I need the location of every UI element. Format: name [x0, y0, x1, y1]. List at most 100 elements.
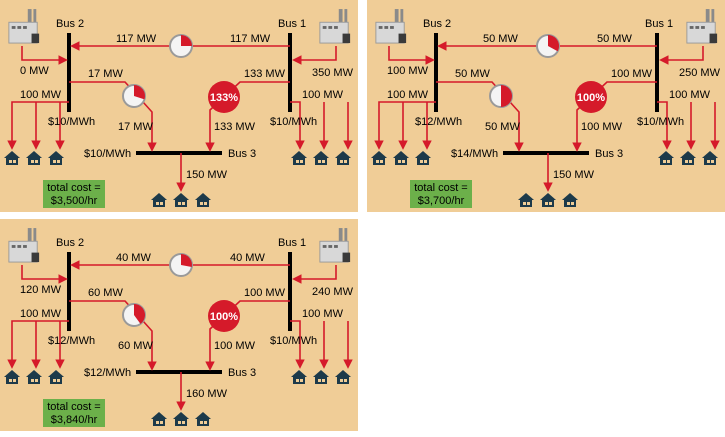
line-1-3-flow-bottom: 100 MW [581, 121, 623, 133]
bus-3-price: $10/MWh [84, 148, 131, 160]
gen-1-label: 250 MW [679, 67, 721, 79]
bus-2-price: $12/MWh [415, 116, 462, 128]
total-cost-label: total cost = [414, 182, 468, 194]
line-1-3-flow-top: 133 MW [244, 68, 286, 80]
gen-2-feed [21, 265, 68, 284]
houses-bus-1 [291, 370, 351, 384]
line-1-3-flow-bottom: 100 MW [214, 340, 256, 352]
load-2-feed-a [374, 101, 436, 150]
load-1-feed-a [657, 101, 672, 150]
houses-bus-1 [658, 151, 718, 165]
houses-bus-3 [151, 193, 211, 207]
meter-fill [181, 35, 192, 46]
total-cost-box: total cost =$3,840/hr [43, 399, 105, 427]
gen-2-label: 120 MW [20, 284, 62, 296]
meter-fill [548, 35, 559, 52]
total-cost-value: $3,500/hr [51, 195, 98, 207]
gen-2-label: 100 MW [387, 65, 429, 77]
houses-bus-2 [371, 151, 431, 165]
load-1-label: 100 MW [302, 308, 344, 320]
gen-1-feed [292, 46, 337, 65]
line-2-3-flow-top: 60 MW [88, 287, 123, 299]
cost-box-bg [43, 180, 105, 208]
line-1-2-flow-right: 117 MW [230, 33, 271, 45]
meter-line-1-3: 133% [208, 81, 240, 113]
bus-3-price: $14/MWh [451, 148, 498, 160]
bus-2-price: $12/MWh [48, 335, 95, 347]
line-1-3-flow-bottom: 133 MW [214, 121, 256, 133]
total-cost-box: total cost =$3,500/hr [43, 180, 105, 208]
load-2-label: 100 MW [20, 308, 62, 320]
load-2-feed-a [7, 320, 69, 369]
bus-1-price: $10/MWh [270, 335, 317, 347]
cost-box-bg [410, 180, 472, 208]
meter-percent-label: 100% [577, 92, 605, 104]
meter-line-1-2 [169, 34, 193, 58]
panel-2: Bus 2 Bus 1 Bus 3 100 MW 250 MW 50 MW 50 MW 50 … [367, 0, 725, 212]
bus-1-label: Bus 1 [278, 18, 306, 30]
total-cost-label: total cost = [47, 182, 101, 194]
gen-2-label: 0 MW [20, 65, 49, 77]
meter-icon [208, 300, 240, 332]
gen-2-feed [388, 46, 435, 65]
bus-3-label: Bus 3 [228, 367, 256, 379]
houses-bus-3 [518, 193, 578, 207]
meter-fill [181, 254, 192, 268]
meter-line-1-2 [169, 253, 193, 277]
cost-box-bg [43, 399, 105, 427]
bus-1-label: Bus 1 [278, 237, 306, 249]
total-cost-label: total cost = [47, 401, 101, 413]
meter-fill [134, 85, 145, 100]
meter-line-2-3 [489, 84, 513, 108]
meter-line-2-3 [122, 303, 146, 327]
gen-1-feed [659, 46, 704, 65]
houses-bus-2 [4, 151, 64, 165]
load-3-label: 160 MW [186, 388, 228, 400]
line-1-2-flow-right: 40 MW [230, 252, 265, 264]
line-1-2-flow-right: 50 MW [597, 33, 632, 45]
gen-1-label: 240 MW [312, 286, 354, 298]
panel-1: Bus 2 Bus 1 Bus 3 0 MW 350 MW 117 MW 117 MW 17 … [0, 0, 358, 212]
line-2-3-flow-bottom: 50 MW [485, 121, 520, 133]
bus-1-price: $10/MWh [270, 116, 317, 128]
gen-1-label: 350 MW [312, 67, 354, 79]
bus-1-label: Bus 1 [645, 18, 673, 30]
meter-icon [208, 81, 240, 113]
bus-3-label: Bus 3 [228, 148, 256, 160]
load-3-label: 150 MW [553, 169, 595, 181]
load-2-feed-a [7, 101, 69, 150]
total-cost-box: total cost =$3,700/hr [410, 180, 472, 208]
meter-line-1-2 [536, 34, 560, 58]
bus-3-label: Bus 3 [595, 148, 623, 160]
meter-line-2-3 [122, 84, 146, 108]
line-2-3-flow-top: 50 MW [455, 68, 490, 80]
meter-fill [134, 304, 145, 324]
load-3-label: 150 MW [186, 169, 228, 181]
bus-2-label: Bus 2 [56, 18, 84, 30]
meter-percent-label: 100% [210, 311, 238, 323]
load-2-label: 100 MW [20, 89, 62, 101]
bus-3-price: $12/MWh [84, 367, 131, 379]
meter-line-1-3: 100% [208, 300, 240, 332]
houses-bus-1 [291, 151, 351, 165]
line-2-3-flow-bottom: 17 MW [118, 121, 153, 133]
line-2-3-flow-bottom: 60 MW [118, 340, 153, 352]
bus-1-price: $10/MWh [637, 116, 684, 128]
gen-1-feed [292, 265, 337, 284]
gen-2-feed [21, 46, 68, 65]
bus-2-label: Bus 2 [56, 237, 84, 249]
meter-percent-label: 133% [210, 92, 238, 104]
total-cost-value: $3,700/hr [418, 195, 465, 207]
line-1-3-flow-top: 100 MW [244, 287, 286, 299]
bus-2-label: Bus 2 [423, 18, 451, 30]
bus-2-price: $10/MWh [48, 116, 95, 128]
load-1-label: 100 MW [669, 89, 711, 101]
meter-fill [501, 85, 512, 107]
line-2-3-flow-top: 17 MW [88, 68, 123, 80]
houses-bus-3 [151, 412, 211, 426]
total-cost-value: $3,840/hr [51, 414, 98, 426]
load-1-feed-a [290, 101, 305, 150]
line-1-2-flow-left: 117 MW [116, 33, 157, 45]
